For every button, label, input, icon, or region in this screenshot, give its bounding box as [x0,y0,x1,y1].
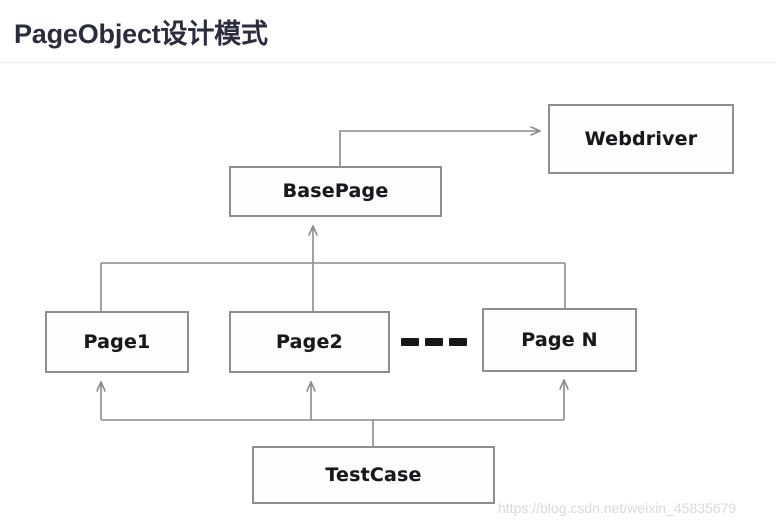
ellipsis-dashes [401,336,467,348]
node-page-n-label: Page N [521,328,598,351]
node-page-n[interactable]: Page N [482,308,637,372]
diagram-connectors [0,63,776,446]
node-page1-label: Page1 [83,330,151,353]
title-divider [0,62,776,63]
pageobject-diagram: Webdriver BasePage Page1 Page2 Page N Te… [0,63,776,529]
dash-1 [401,338,419,346]
watermark: https://blog.csdn.net/weixin_45835679 [498,500,737,516]
node-basepage-label: BasePage [282,180,389,202]
node-webdriver[interactable]: Webdriver [548,104,734,174]
node-page1[interactable]: Page1 [45,311,189,373]
node-page2[interactable]: Page2 [229,311,390,373]
node-page2-label: Page2 [276,330,343,353]
page-title: PageObject设计模式 [14,19,268,49]
edge-basepage-to-webdriver [339,131,540,166]
node-basepage[interactable]: BasePage [229,166,442,217]
dash-2 [425,338,443,346]
node-testcase-label: TestCase [325,463,422,486]
dash-3 [449,338,467,346]
node-testcase[interactable]: TestCase [252,446,495,504]
node-webdriver-label: Webdriver [584,127,698,150]
